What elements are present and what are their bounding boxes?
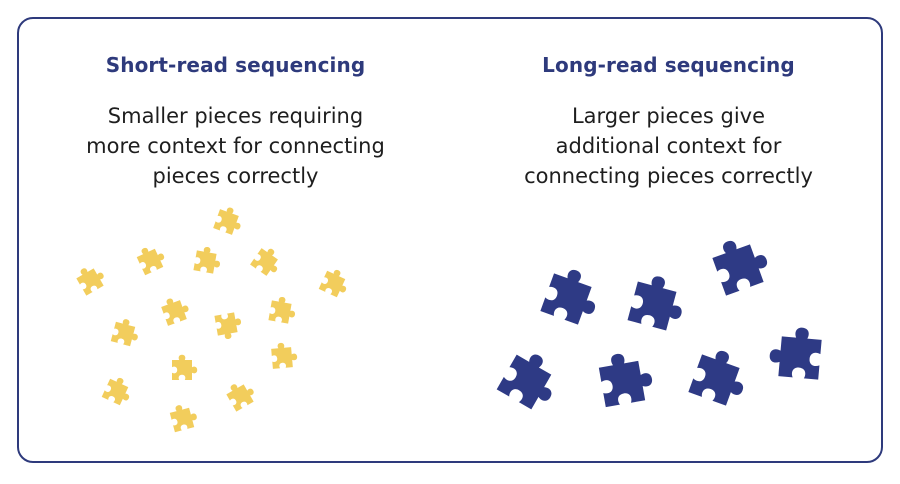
long-read-title: Long-read sequencing [542,53,795,77]
short-read-title: Short-read sequencing [105,53,366,77]
short-read-description-line: pieces correctly [152,164,319,188]
comparison-frame: Short-read sequencing Smaller pieces req… [17,17,883,463]
long-read-description: Larger pieces give additional context fo… [452,101,885,191]
short-read-description: Smaller pieces requiring more context fo… [19,101,452,191]
long-read-panel: Long-read sequencing Larger pieces give … [452,19,885,461]
long-read-description-line: additional context for [555,134,782,158]
short-read-panel: Short-read sequencing Smaller pieces req… [19,19,452,461]
long-read-description-line: Larger pieces give [571,104,766,128]
long-read-description-line: connecting pieces correctly [524,164,813,188]
short-read-description-line: Smaller pieces requiring [107,104,364,128]
short-read-description-line: more context for connecting [86,134,385,158]
